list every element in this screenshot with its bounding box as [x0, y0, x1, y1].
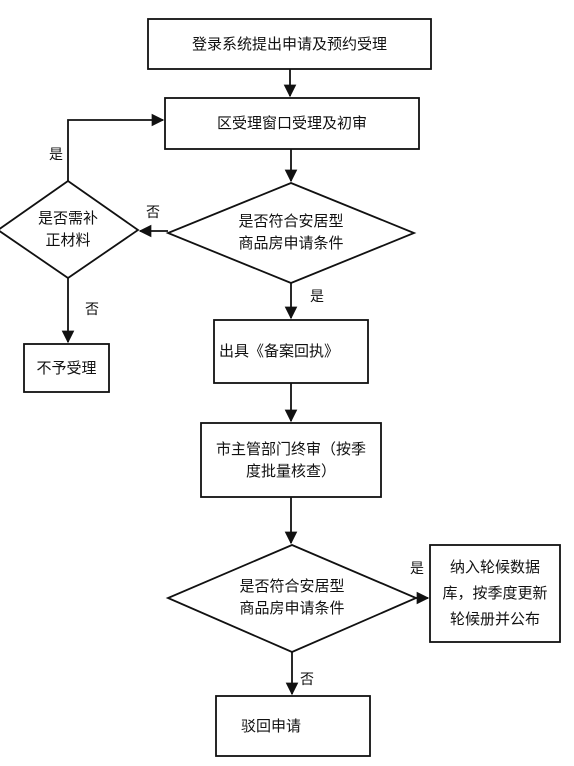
- waitlist-line-1: 纳入轮候数据: [449, 558, 540, 576]
- waitlist-line-3: 轮候册并公布: [449, 610, 540, 628]
- label-no-reject-app: 否: [300, 672, 314, 688]
- label-yes-issue: 是: [310, 289, 324, 305]
- decision1-line-2: 商品房申请条件: [238, 234, 344, 252]
- label-yes-loop: 是: [49, 147, 63, 163]
- decision1-text: 是否符合安居型 商品房申请条件: [191, 210, 391, 254]
- decision2-text: 是否符合安居型 商品房申请条件: [192, 575, 392, 619]
- decision2-line-1: 是否符合安居型: [239, 577, 345, 595]
- waitlist-text: 纳入轮候数据 库，按季度更新 轮候册并公布: [430, 554, 560, 632]
- reject-accept-text: 不予受理: [36, 359, 97, 377]
- waitlist-box: [429, 544, 561, 643]
- need-docs-text: 是否需补 正材料: [18, 207, 118, 251]
- decision2-line-2: 商品房申请条件: [239, 599, 345, 617]
- label-yes-waitlist: 是: [410, 561, 424, 577]
- reject-accept-box: [23, 343, 110, 393]
- label-no-supplement: 否: [146, 205, 160, 221]
- city-review-line-1: 市主管部门终审（按季: [215, 440, 366, 458]
- reject-application-box: [215, 695, 371, 757]
- waitlist-line-2: 库，按季度更新: [442, 584, 548, 602]
- reject-application-text: 驳回申请: [240, 717, 301, 735]
- start-text: 登录系统提出申请及预约受理: [191, 35, 387, 53]
- district-review-box: [164, 97, 420, 150]
- need-docs-line-1: 是否需补: [37, 209, 98, 227]
- city-review-text: 市主管部门终审（按季 度批量核查）: [201, 438, 381, 482]
- city-review-line-2: 度批量核查）: [245, 462, 336, 480]
- district-review-text: 区受理窗口受理及初审: [216, 114, 367, 132]
- label-no-reject: 否: [85, 302, 99, 318]
- start-box: [147, 18, 432, 70]
- need-docs-line-2: 正材料: [45, 231, 91, 249]
- decision1-line-1: 是否符合安居型: [238, 212, 344, 230]
- arrow-loop-yes: [67, 113, 165, 181]
- issue-receipt-text: 出具《备案回执》: [218, 342, 339, 360]
